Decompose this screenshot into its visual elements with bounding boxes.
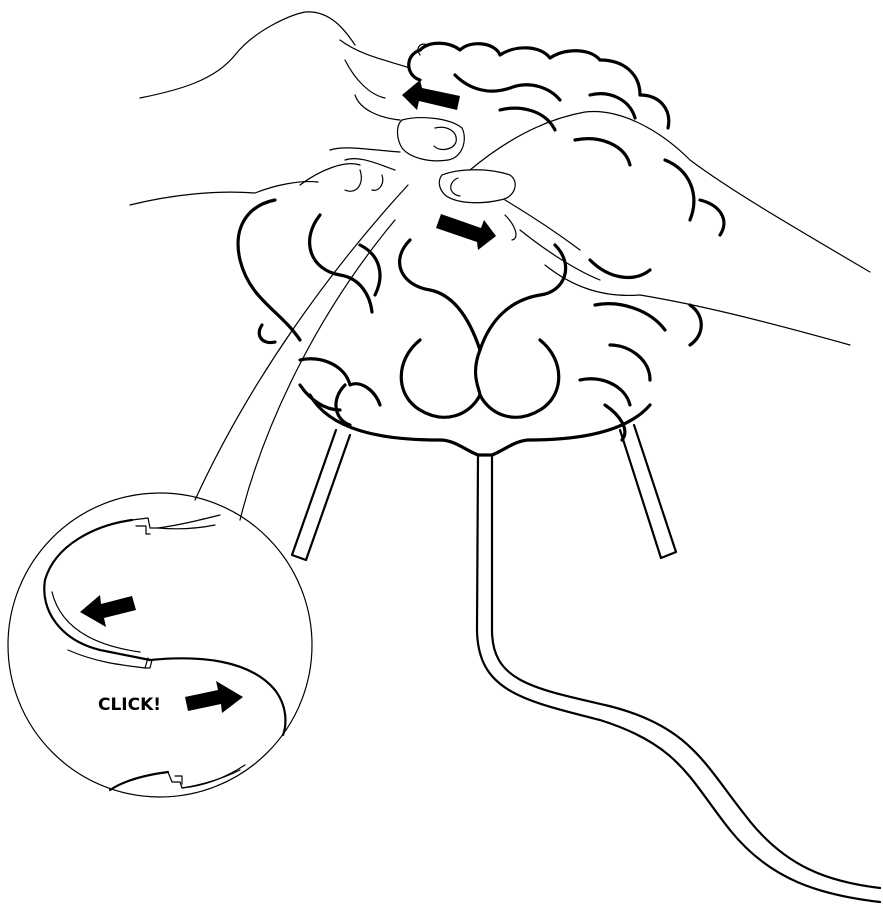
left-hand [130,12,464,205]
click-label: CLICK! [98,695,161,715]
arrow-left-icon [80,595,136,627]
lamp-shade [238,43,724,455]
push-left-arrow-top [402,80,460,110]
callout-leader-lines [195,185,408,520]
arrow-right-icon [185,681,243,713]
lamp-legs [292,425,676,560]
power-cord [477,455,880,902]
push-right-arrow-top [436,214,496,250]
detail-callout: CLICK! [8,493,312,797]
